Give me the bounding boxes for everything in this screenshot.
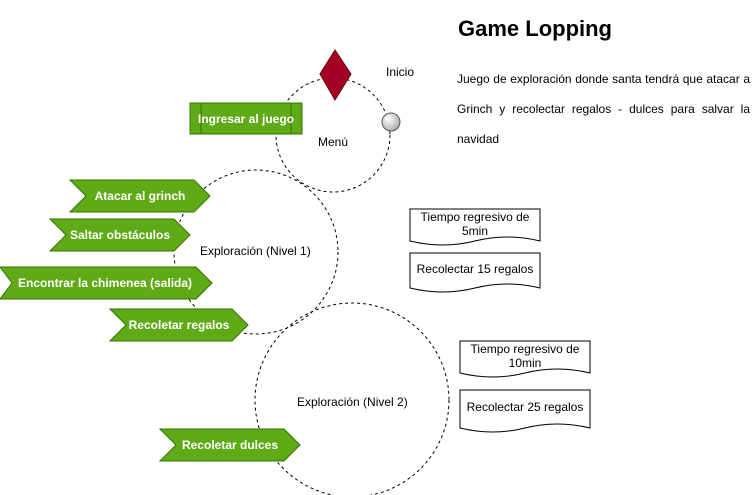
level1-doc-text: Recolectar 15 regalos bbox=[416, 262, 534, 276]
menu-label: Menú bbox=[318, 135, 349, 149]
menu-circle bbox=[275, 77, 391, 193]
level1-action-label: Saltar obstáculos bbox=[69, 228, 171, 242]
level1-action-label: Encontrar la chimenea (salida) bbox=[17, 276, 193, 290]
level1-doc-shape bbox=[409, 252, 541, 293]
level1-action-shape bbox=[0, 266, 213, 300]
level2-label: Exploración (Nivel 2) bbox=[297, 395, 408, 409]
level2-action-label: Recoletar dulces bbox=[181, 438, 279, 452]
menu-action-box bbox=[189, 102, 303, 135]
level1-action-shape bbox=[48, 218, 191, 252]
level1-action-label: Atacar al grinch bbox=[94, 189, 186, 203]
level2-action-shape bbox=[158, 428, 301, 462]
level1-doc-text: Tiempo regresivo de 5min bbox=[420, 210, 530, 238]
level2-doc-shape bbox=[459, 340, 591, 378]
level1-circle bbox=[173, 169, 339, 335]
level1-action-shape bbox=[108, 308, 249, 342]
level2-doc-text: Tiempo regresivo de 10min bbox=[470, 342, 580, 370]
level2-doc-text: Recolectar 25 regalos bbox=[466, 400, 584, 414]
level2-doc-shape bbox=[459, 389, 591, 433]
start-label: Inicio bbox=[386, 65, 415, 79]
menu-action-label: Ingresar al juego bbox=[197, 111, 295, 126]
level1-doc-shape bbox=[409, 208, 541, 246]
description-text: Juego de exploración donde santa tendrá … bbox=[457, 72, 750, 146]
level2-circle bbox=[254, 302, 450, 495]
level1-action-shape bbox=[68, 179, 211, 213]
level1-label: Exploración (Nivel 1) bbox=[200, 244, 311, 258]
start-diamond-icon bbox=[319, 49, 352, 101]
end-sphere-icon bbox=[381, 112, 401, 132]
level1-action-label: Recoletar regalos bbox=[128, 318, 230, 332]
page-title: Game Lopping bbox=[458, 16, 612, 41]
